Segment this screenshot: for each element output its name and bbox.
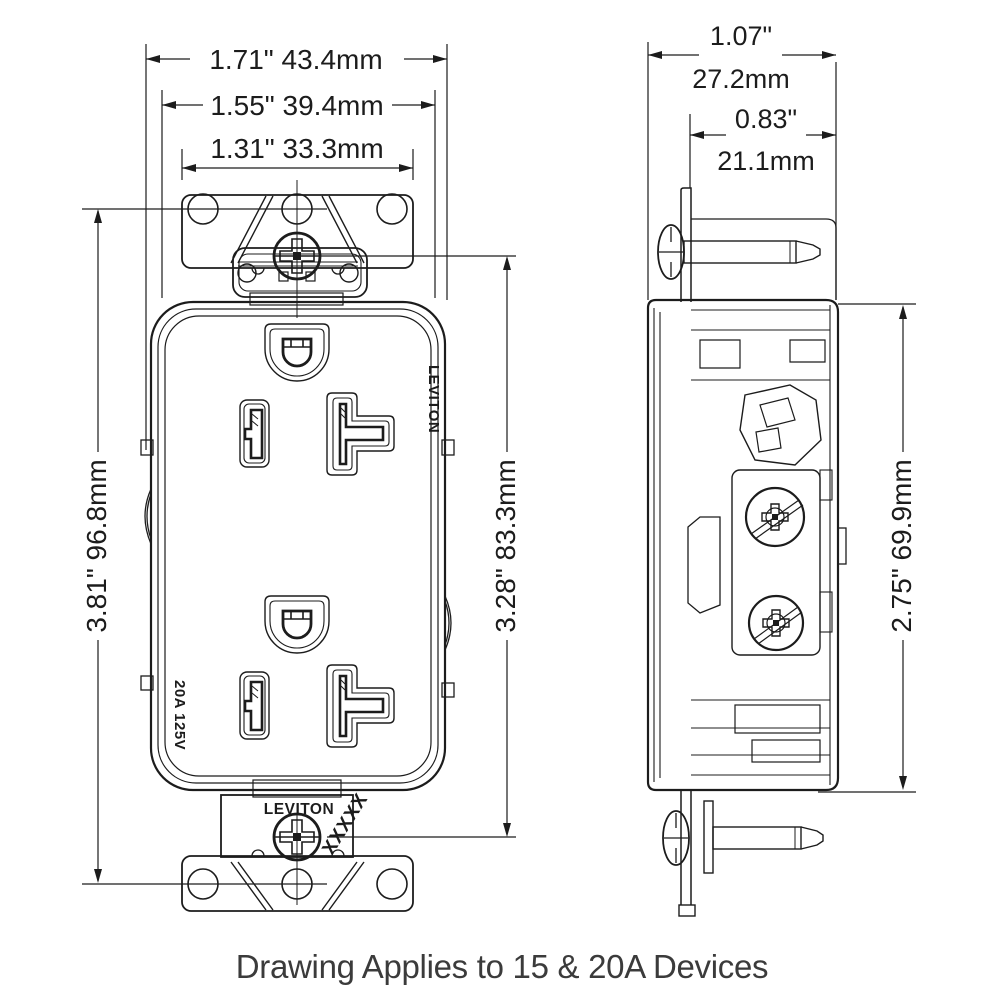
side-tab — [441, 682, 455, 698]
dim-depth-inches: 1.07" — [710, 21, 772, 51]
bottom-mounting-strap — [181, 815, 414, 912]
dim-body-depth-inches: 0.83" — [735, 104, 797, 134]
strap-hole-left — [187, 193, 219, 225]
terminal-screw-lower — [747, 594, 805, 652]
neutral-slot — [239, 399, 270, 468]
brand-label-vertical: LEVITON — [425, 365, 442, 433]
dim-strap-width: 1.31" 33.3mm — [210, 133, 383, 164]
hot-t-slot — [326, 392, 395, 476]
side-screw-bottom — [662, 800, 824, 874]
dim-depth-mm: 27.2mm — [692, 64, 790, 94]
side-body — [646, 298, 847, 792]
ground-slot — [264, 323, 330, 382]
strap-foot — [678, 904, 696, 917]
dim-flange-width: 1.55" 39.4mm — [210, 90, 383, 121]
yoke-top-bend — [691, 218, 837, 300]
side-bump-right — [444, 595, 452, 651]
front-view: LEVITON 20A 125V LEVITON XXXXX — [140, 180, 455, 912]
side-tab — [140, 675, 154, 691]
dim-body-depth-mm: 21.1mm — [717, 146, 815, 176]
screw-cross-center — [293, 252, 301, 260]
catalog-placeholder: XXXXX — [318, 790, 372, 859]
dim-overall-width: 1.71" 43.4mm — [209, 44, 382, 75]
side-tab — [441, 439, 455, 456]
strap-hole-right — [376, 193, 408, 225]
terminal-screw-upper — [744, 486, 806, 548]
top-mounting-strap — [181, 180, 414, 318]
strap-break-lines — [230, 861, 365, 911]
side-tab — [140, 439, 154, 456]
strap-break-lines — [230, 195, 365, 264]
outlet-lower — [238, 594, 396, 749]
washer-plate — [703, 800, 714, 874]
side-view — [646, 187, 847, 917]
rating-label-vertical: 20A 125V — [171, 680, 188, 750]
dimension-lines — [82, 42, 916, 885]
side-bump-left — [144, 488, 152, 545]
outlet-upper — [239, 323, 395, 476]
brand-label-bottom: LEVITON — [264, 801, 334, 818]
dim-screw-spacing: 3.28" 83.3mm — [490, 459, 521, 632]
drawing-caption: Drawing Applies to 15 & 20A Devices — [236, 948, 768, 985]
ear-block — [687, 516, 721, 614]
back-tab — [837, 527, 847, 565]
side-screw-top — [657, 224, 821, 280]
dim-body-height: 2.75" 69.9mm — [886, 459, 917, 632]
terminal-housing — [731, 469, 821, 656]
top-mounting-screw — [272, 231, 322, 281]
clamp-detail — [739, 384, 822, 466]
dim-overall-height: 3.81" 96.8mm — [81, 459, 112, 632]
top-screw-bracket — [232, 231, 368, 306]
receptacle-face — [140, 300, 455, 792]
side-mounting-strap — [678, 187, 696, 917]
dimension-arrowheads — [94, 51, 907, 883]
